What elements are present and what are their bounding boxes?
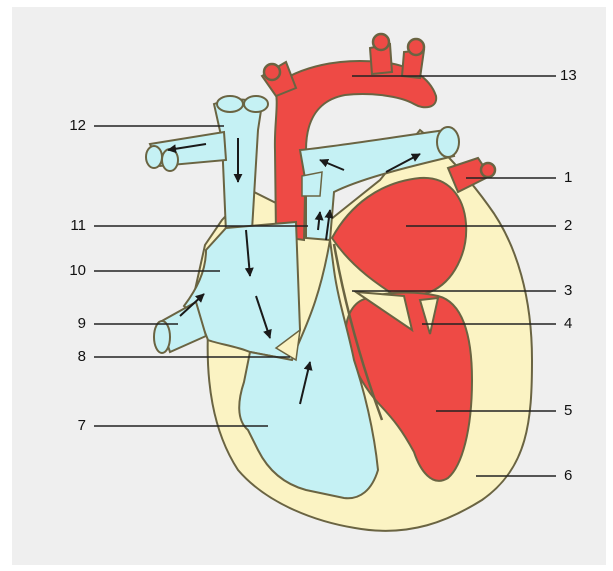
label-12: 12 xyxy=(46,118,86,134)
svc-opening-1 xyxy=(217,96,243,112)
ivc-opening xyxy=(154,321,170,353)
aorta-branch-3-opening xyxy=(408,39,424,55)
svc-branch-opening-1 xyxy=(146,146,162,168)
pulmonary-vein-opening xyxy=(481,163,495,177)
vena-cava-superior xyxy=(146,96,268,232)
label-10: 10 xyxy=(46,263,86,279)
right-atrium xyxy=(184,222,300,360)
label-1: 1 xyxy=(564,170,572,186)
label-4: 4 xyxy=(564,316,572,332)
label-9: 9 xyxy=(46,316,86,332)
label-2: 2 xyxy=(564,218,572,234)
label-8: 8 xyxy=(46,349,86,365)
label-3: 3 xyxy=(564,283,572,299)
ductus-arteriosus xyxy=(302,172,322,196)
aorta-branch-1-opening xyxy=(264,64,280,80)
label-13: 13 xyxy=(560,68,577,84)
label-5: 5 xyxy=(564,403,572,419)
svc-opening-2 xyxy=(244,96,268,112)
svc-branch-opening-2 xyxy=(162,149,178,171)
label-6: 6 xyxy=(564,468,572,484)
pulmonary-artery-opening xyxy=(437,127,459,157)
label-11: 11 xyxy=(46,218,86,234)
label-7: 7 xyxy=(46,418,86,434)
aorta-branch-2-opening xyxy=(373,34,389,50)
